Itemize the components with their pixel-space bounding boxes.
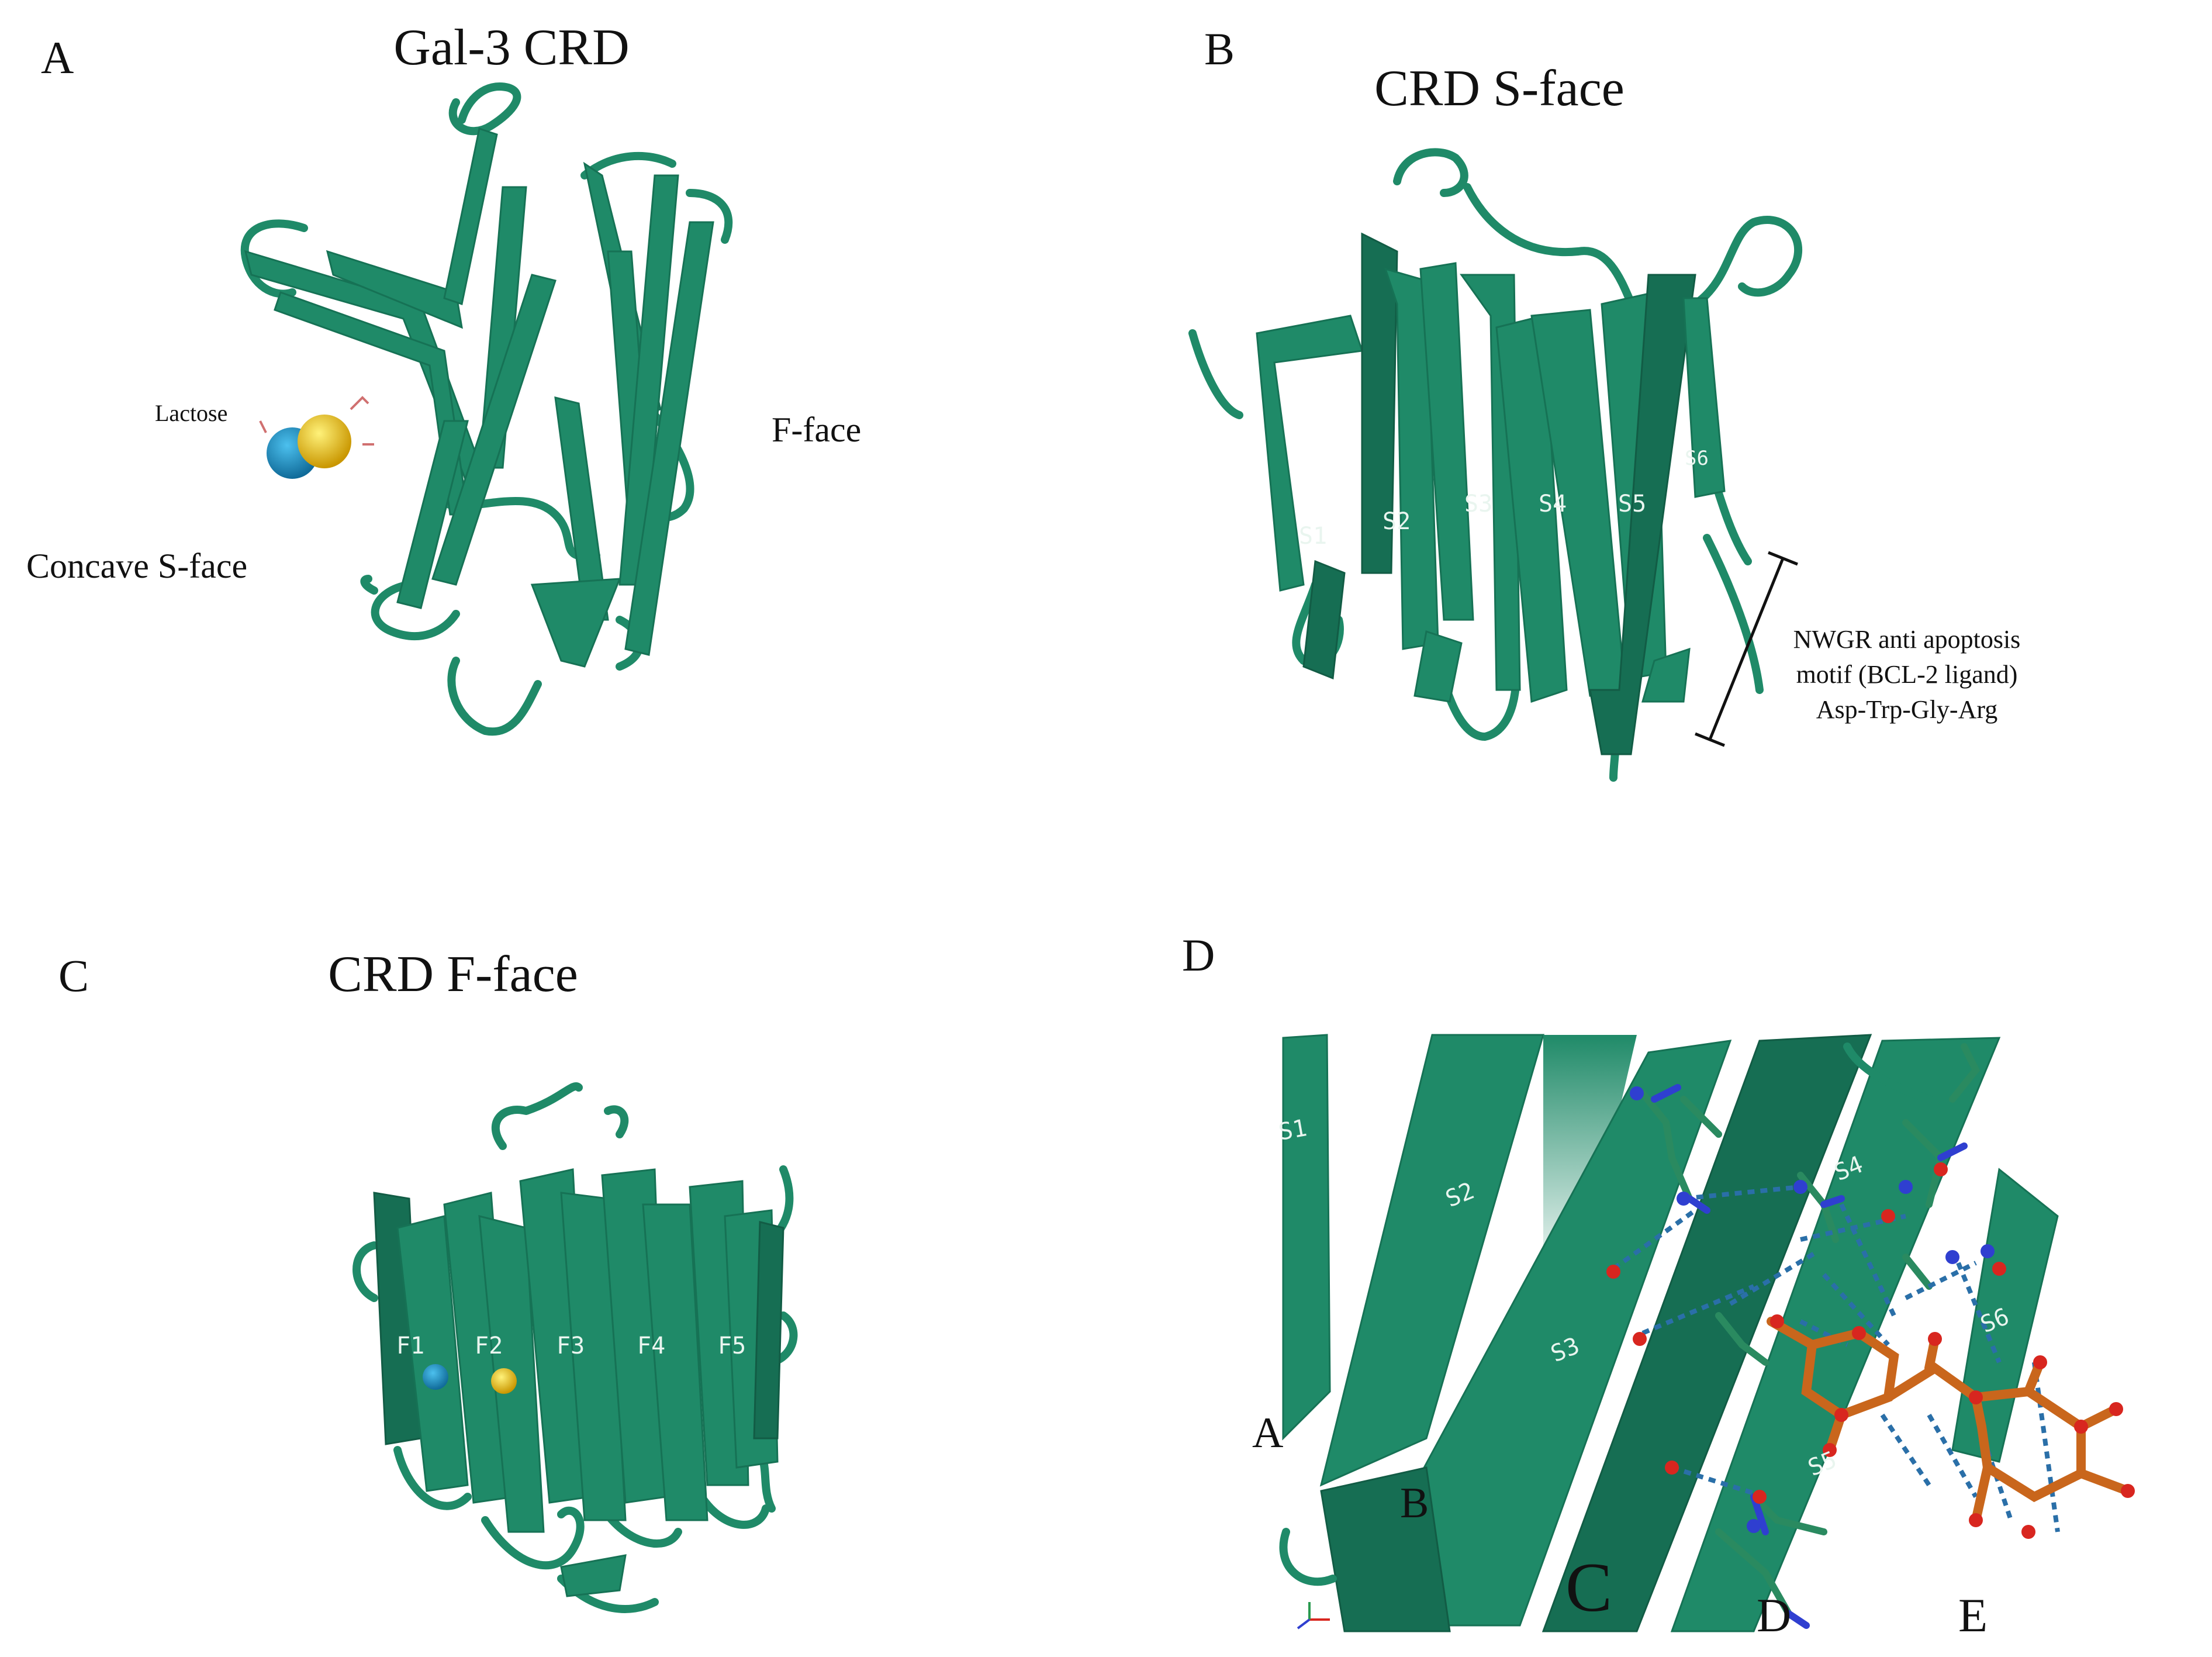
panel-b: B CRD S-face S1 bbox=[1188, 23, 2021, 782]
c-strand-f5: F5 bbox=[718, 1332, 746, 1359]
c-strand-f2: F2 bbox=[475, 1332, 503, 1359]
galactose-sphere bbox=[298, 415, 351, 468]
panel-b-letter: B bbox=[1204, 23, 1235, 74]
f-face-label: F-face bbox=[772, 410, 861, 449]
panel-d-closeup bbox=[1279, 1034, 2135, 1632]
b-strand-s3: S3 bbox=[1464, 491, 1492, 517]
b-strand-s2: S2 bbox=[1382, 508, 1411, 535]
motif-bracket bbox=[1695, 551, 1798, 747]
b-strand-s4: S4 bbox=[1539, 491, 1567, 517]
panel-c-title: CRD F-face bbox=[328, 946, 578, 1003]
axis-triad-icon bbox=[1297, 1602, 1330, 1630]
c-ligand-glimpse-2 bbox=[491, 1368, 517, 1394]
d-residue-d: D bbox=[1757, 1589, 1791, 1642]
d-residue-e: E bbox=[1958, 1589, 1988, 1642]
panel-d: D bbox=[1182, 930, 2135, 1642]
b-strand-s6: S6 bbox=[1685, 447, 1709, 470]
d-residue-a: A bbox=[1252, 1409, 1283, 1457]
panel-a-title: Gal-3 CRD bbox=[393, 19, 629, 76]
b-strand-s5: S5 bbox=[1618, 491, 1646, 517]
c-strand-f1: F1 bbox=[396, 1332, 424, 1359]
d-residue-b: B bbox=[1400, 1479, 1429, 1527]
panel-d-letter: D bbox=[1182, 930, 1215, 981]
panel-a: A Gal-3 CRD bbox=[26, 19, 861, 736]
motif-line-3: Asp-Trp-Gly-Arg bbox=[1816, 695, 1997, 724]
d-strand-s1: S1 bbox=[1277, 1114, 1309, 1146]
c-strand-f3: F3 bbox=[557, 1332, 585, 1359]
panel-c-letter: C bbox=[58, 950, 89, 1001]
c-strand-f4: F4 bbox=[637, 1332, 665, 1359]
lactose-molecule bbox=[259, 396, 374, 479]
panel-a-letter: A bbox=[41, 32, 74, 83]
panel-c-protein bbox=[352, 1082, 798, 1613]
d-residue-c: C bbox=[1565, 1548, 1612, 1626]
c-ligand-glimpse bbox=[423, 1364, 448, 1390]
panel-c: C CRD F-face bbox=[58, 946, 798, 1613]
panel-a-protein bbox=[240, 82, 733, 736]
motif-line-2: motif (BCL-2 ligand) bbox=[1796, 660, 2018, 689]
lactose-label: Lactose bbox=[155, 400, 227, 426]
motif-line-1: NWGR anti apoptosis bbox=[1793, 625, 2021, 654]
concave-s-face-label: Concave S-face bbox=[26, 547, 247, 585]
panel-b-protein bbox=[1188, 148, 1803, 782]
b-strand-s1: S1 bbox=[1299, 523, 1327, 550]
panel-b-title: CRD S-face bbox=[1374, 60, 1625, 117]
